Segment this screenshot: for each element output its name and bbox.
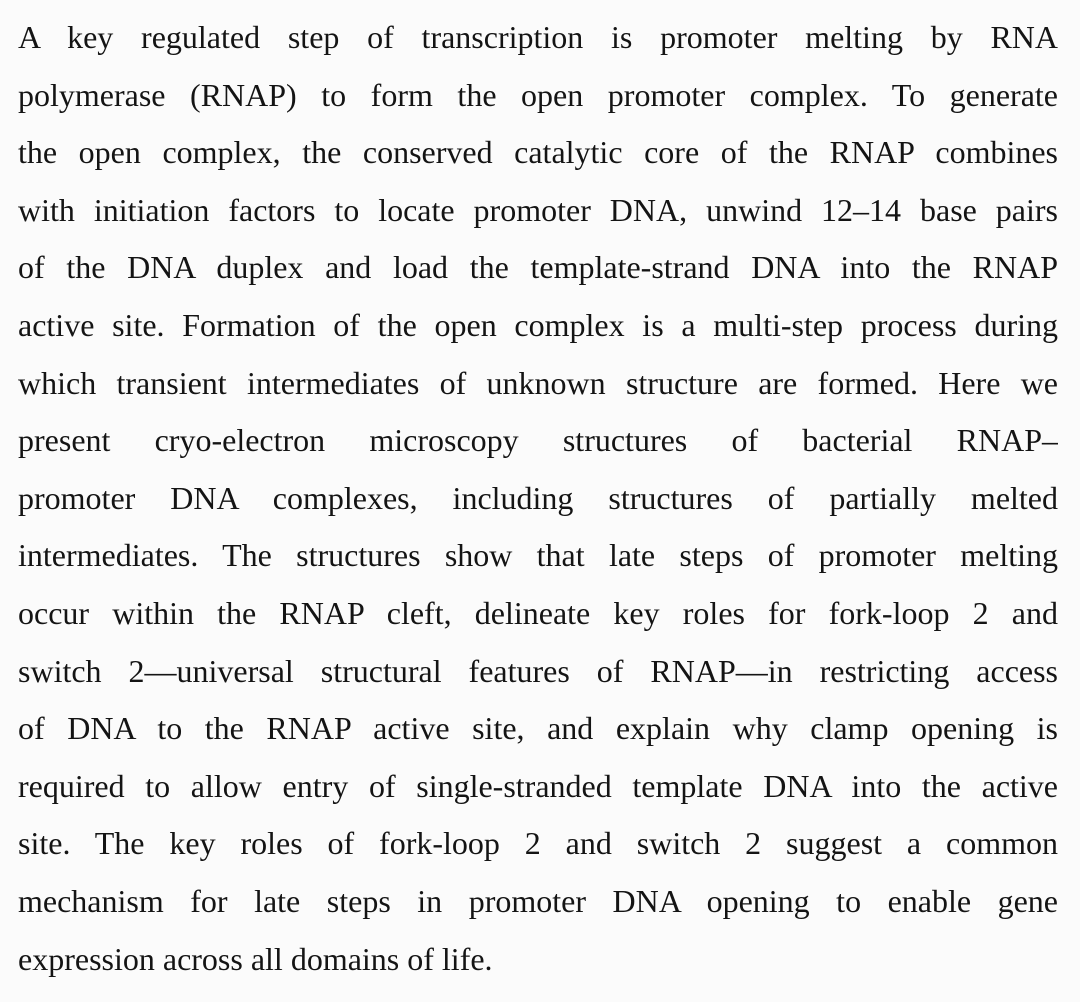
abstract-line: present cryo-electron microscopy structu… xyxy=(18,422,1058,459)
abstract-line: intermediates. The structures show that … xyxy=(18,537,1058,574)
abstract-line: site. The key roles of fork-loop 2 and s… xyxy=(18,825,1058,862)
abstract-paragraph: A key regulated step of transcription is… xyxy=(18,9,1058,988)
abstract-line: promoter DNA complexes, including struct… xyxy=(18,479,1058,516)
abstract-line: occur within the RNAP cleft, delineate k… xyxy=(18,594,1058,631)
abstract-line: of the DNA duplex and load the template-… xyxy=(18,249,1058,286)
abstract-line: active site. Formation of the open compl… xyxy=(18,306,1058,343)
abstract-line: of DNA to the RNAP active site, and expl… xyxy=(18,710,1058,747)
abstract-line: polymerase (RNAP) to form the open promo… xyxy=(18,76,1058,113)
abstract-line: the open complex, the conserved catalyti… xyxy=(18,134,1058,171)
abstract-line: A key regulated step of transcription is… xyxy=(18,19,1058,55)
abstract-line: switch 2—universal structural features o… xyxy=(18,652,1058,689)
abstract-line: mechanism for late steps in promoter DNA… xyxy=(18,882,1058,919)
abstract-line: required to allow entry of single-strand… xyxy=(18,767,1058,804)
abstract-line: expression across all domains of life. xyxy=(18,940,493,977)
abstract-line: which transient intermediates of unknown… xyxy=(18,364,1058,401)
abstract-line: with initiation factors to locate promot… xyxy=(18,191,1058,228)
